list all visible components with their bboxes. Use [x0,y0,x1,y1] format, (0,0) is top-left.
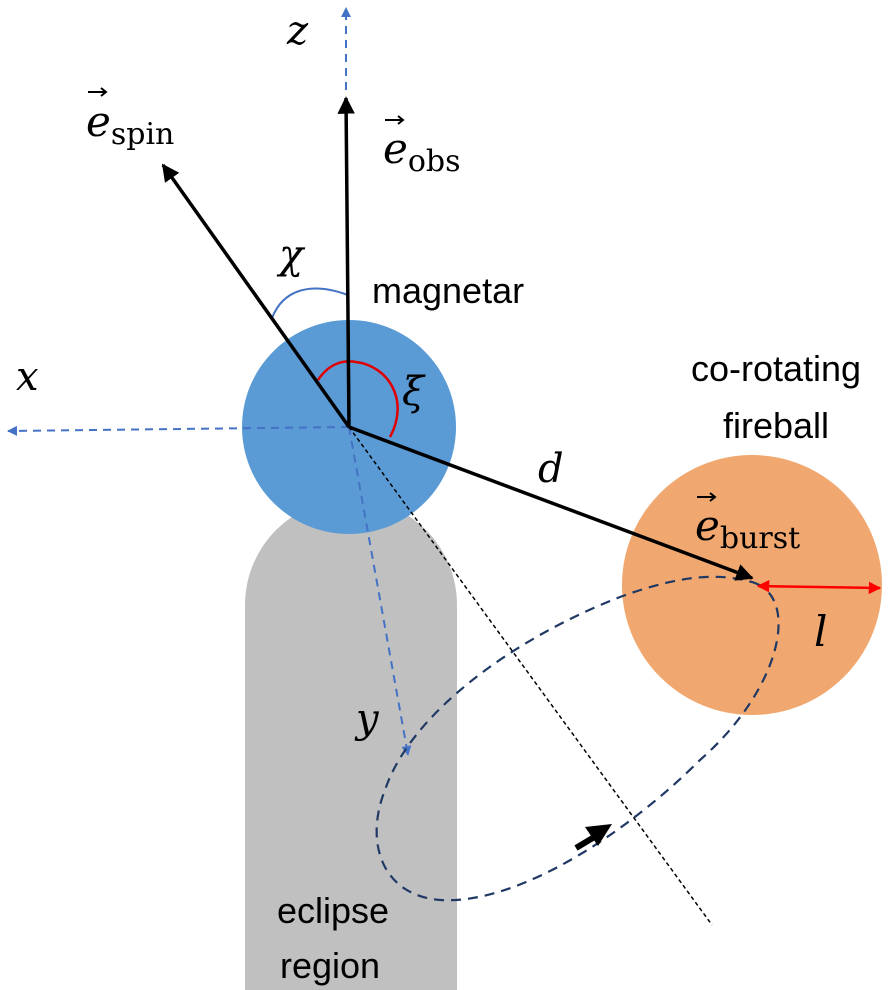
projection-line [348,426,713,926]
e-spin-label: espin [86,97,174,152]
rotation-direction-arrow [574,824,612,851]
e-obs-label: eobs [383,124,461,179]
z-axis-label: z [286,8,309,54]
e-burst-label: eburst [695,501,800,556]
fireball-sphere [622,455,882,715]
e-spin-vector [161,163,351,429]
eclipse-label-line1: eclipse [277,890,389,931]
y-axis-label: y [354,696,380,742]
e-obs-vector [337,96,355,428]
e-burst-vector [348,425,754,581]
x-axis [7,425,350,436]
l-label: l [814,607,827,656]
magnetar-label: magnetar [372,270,524,311]
l-size-arrow [756,579,882,595]
fireball-orbit [375,575,780,902]
xi-label: ξ [402,369,426,415]
vector-arrow-accent [88,87,717,502]
xi-angle-arc [316,360,399,438]
eclipse-region [245,499,457,990]
d-label: d [538,446,564,492]
fireball-label-line1: co-rotating [691,348,861,389]
fireball-label-line2: fireball [723,405,829,446]
chi-angle-arc [271,287,349,319]
x-axis-label: x [16,354,39,400]
chi-label: χ [276,232,306,278]
eclipse-label-line2: region [280,945,380,986]
